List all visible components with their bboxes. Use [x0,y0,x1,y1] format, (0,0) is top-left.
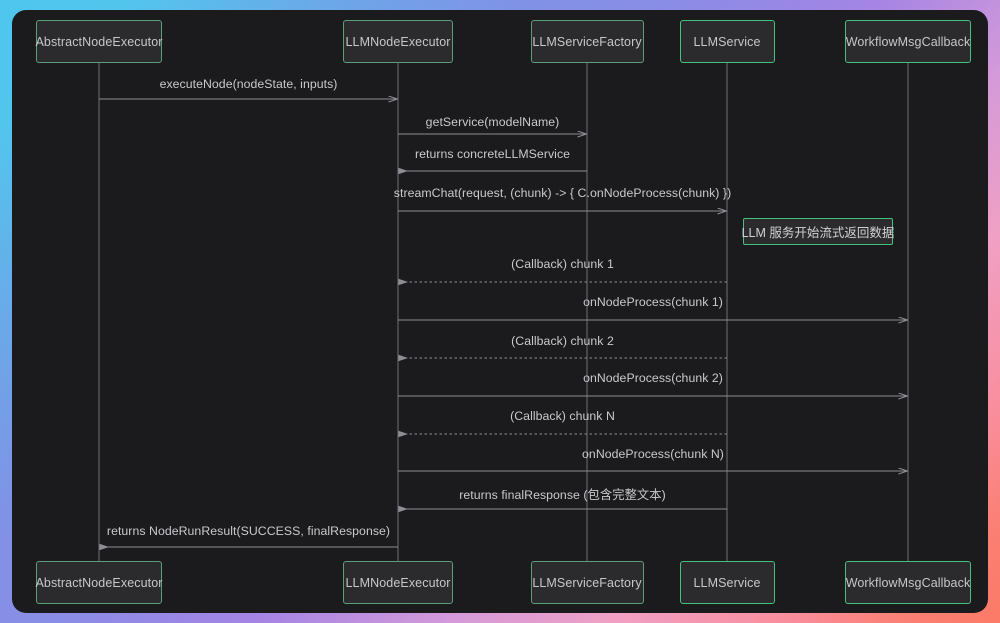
participant-bottom-callback[interactable]: WorkflowMsgCallback [845,561,971,604]
participant-label: LLMService [694,576,761,590]
sequence-diagram-canvas: AbstractNodeExecutorLLMNodeExecutorLLMSe… [12,10,988,613]
participant-label: WorkflowMsgCallback [846,35,971,49]
participant-label: LLMNodeExecutor [345,35,450,49]
message-label-7: (Callback) chunk 2 [511,334,614,348]
participant-label: AbstractNodeExecutor [35,35,162,49]
participant-label: LLMService [694,35,761,49]
participant-label: LLMServiceFactory [532,576,641,590]
message-label-10: onNodeProcess(chunk N) [582,447,724,461]
participant-label: LLMServiceFactory [532,35,641,49]
participant-top-llmnode[interactable]: LLMNodeExecutor [343,20,453,63]
message-arrows-group [99,99,907,547]
note-stream-start: LLM 服务开始流式返回数据 [743,218,893,245]
participant-label: AbstractNodeExecutor [35,576,162,590]
participant-top-factory[interactable]: LLMServiceFactory [531,20,644,63]
message-label-2: getService(modelName) [426,115,560,129]
participant-bottom-abstract[interactable]: AbstractNodeExecutor [36,561,162,604]
participant-label: LLMNodeExecutor [345,576,450,590]
participant-bottom-llmnode[interactable]: LLMNodeExecutor [343,561,453,604]
message-label-12: returns NodeRunResult(SUCCESS, finalResp… [107,524,390,538]
message-label-5: (Callback) chunk 1 [511,257,614,271]
message-label-6: onNodeProcess(chunk 1) [583,295,723,309]
message-label-11: returns finalResponse (包含完整文本) [459,485,666,503]
participant-bottom-llmservice[interactable]: LLMService [680,561,775,604]
participant-top-abstract[interactable]: AbstractNodeExecutor [36,20,162,63]
participant-label: WorkflowMsgCallback [846,576,971,590]
diagram-vector-layer [12,10,988,613]
message-label-4: streamChat(request, (chunk) -> { C.onNod… [394,186,731,200]
participant-top-callback[interactable]: WorkflowMsgCallback [845,20,971,63]
message-label-9: (Callback) chunk N [510,409,615,423]
message-label-3: returns concreteLLMService [415,147,570,161]
participant-bottom-factory[interactable]: LLMServiceFactory [531,561,644,604]
participant-top-llmservice[interactable]: LLMService [680,20,775,63]
message-label-8: onNodeProcess(chunk 2) [583,371,723,385]
message-label-1: executeNode(nodeState, inputs) [160,77,338,91]
